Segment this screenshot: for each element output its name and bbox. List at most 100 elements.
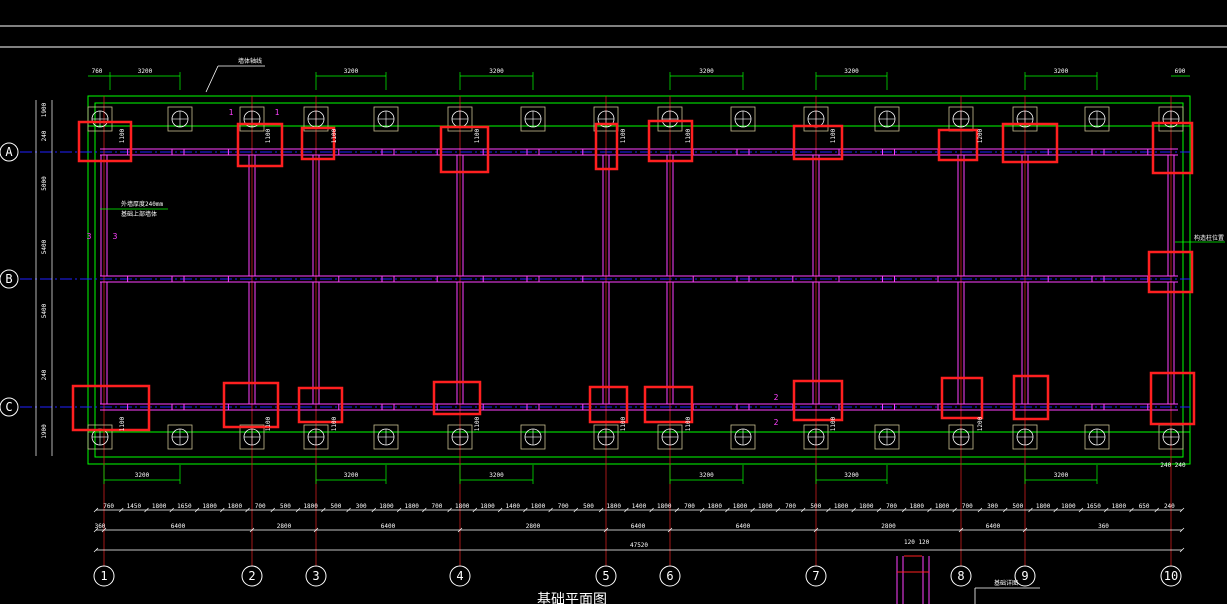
detail-row-label-15: 1800: [480, 503, 495, 510]
detail-row-tick-6: [245, 507, 250, 513]
beam-seg-1-2-l: [338, 275, 383, 283]
small-mark-5: 2: [774, 418, 779, 427]
left-chain-label-0: 1900: [41, 102, 48, 117]
bay-row-label-0: 360: [95, 523, 106, 530]
footing-width-bottom-1: 1100: [265, 416, 272, 431]
pile-marker-9-0: [730, 106, 756, 132]
detail-row-tick-21: [624, 507, 629, 513]
grid-bubble-col-5: [595, 565, 617, 587]
bottom-span-label-0: 3200: [135, 472, 150, 479]
grid-bubble-col-7: [805, 565, 827, 587]
detail-row-label-18: 700: [558, 503, 569, 510]
drawing-title: 基础平面图: [537, 591, 607, 604]
pile-box: [373, 424, 399, 450]
small-mark-4: 2: [774, 393, 779, 402]
detail-row-tick-35: [977, 507, 983, 513]
detail-row-label-4: 1800: [202, 503, 217, 510]
detail-row-tick-7: [270, 507, 276, 513]
grid-label-row-B: B: [5, 272, 12, 286]
grid-label-col-2: 2: [248, 569, 255, 583]
top-span-label-5: 3200: [1054, 68, 1069, 75]
highlight-box-19: [1012, 374, 1050, 421]
detail-row-tick-24: [699, 507, 705, 513]
detail-row-label-26: 1800: [758, 503, 773, 510]
pile-marker-4-1: [373, 424, 399, 450]
detail-row-label-24: 1800: [708, 503, 723, 510]
bottom-span-label-4: 3200: [844, 472, 859, 479]
pile-box: [303, 106, 329, 132]
pile-marker-8-0: [657, 106, 683, 132]
detail-row-label-40: 1800: [1112, 503, 1127, 510]
detail-row-label-32: 1800: [910, 503, 925, 510]
detail-box-label: 基础详图: [994, 579, 1018, 587]
detail-row-tick-36: [1002, 507, 1008, 513]
grid-label-col-8: 8: [957, 569, 964, 583]
pile-marker-13-0: [1012, 106, 1038, 132]
detail-row-tick-31: [876, 507, 882, 513]
detail-row-tick-13: [422, 507, 427, 513]
detail-row-tick-42: [1154, 507, 1159, 513]
detail-row-label-22: 1800: [657, 503, 672, 510]
footing-width-top-5: 1100: [685, 128, 692, 143]
beam-seg-1-6-r: [894, 275, 939, 283]
beam-seg-2-0-r: [183, 403, 229, 411]
pile-box: [803, 424, 829, 450]
pile-marker-1-0: [167, 106, 193, 132]
detail-row-label-13: 700: [432, 503, 443, 510]
grid-bubble-col-10: [1160, 565, 1182, 587]
detail-row-tick-26: [750, 507, 755, 513]
beam-seg-0-3-l: [482, 148, 528, 156]
highlight-box-8: [1001, 122, 1059, 164]
top-right-edge-label: 690: [1175, 68, 1186, 75]
pile-marker-13-1: [1012, 424, 1038, 450]
bay-row-tick-4: [457, 527, 463, 533]
detail-row-tick-5: [220, 507, 225, 513]
detail-row-tick-8: [295, 507, 301, 513]
detail-row-label-39: 1650: [1086, 503, 1101, 510]
pile-box: [1158, 106, 1184, 132]
detail-row-tick-22: [649, 507, 654, 513]
detail-row-label-7: 500: [280, 503, 291, 510]
pile-box: [657, 424, 683, 450]
detail-row-label-31: 700: [886, 503, 897, 510]
detail-row-tick-37: [1028, 507, 1033, 513]
grid-bubble-col-9: [1014, 565, 1036, 587]
detail-row-tick-18: [548, 507, 553, 513]
pile-box: [657, 106, 683, 132]
detail-row-tick-28: [800, 507, 806, 513]
pile-marker-6-0: [520, 106, 546, 132]
highlight-box-4: [594, 122, 619, 171]
detail-row-label-42: 240: [1164, 503, 1175, 510]
detail-row-tick-43: [1179, 507, 1185, 513]
overall-tick-r: [1179, 547, 1185, 553]
pile-marker-12-1: [948, 424, 974, 450]
detail-row-tick-20: [598, 507, 604, 513]
top-span-label-0: 3200: [138, 68, 153, 75]
pile-marker-1-1: [167, 424, 193, 450]
footing-width-bottom-2: 1100: [331, 416, 338, 431]
beam-seg-0-2-r: [393, 148, 438, 156]
detail-row-tick-16: [497, 507, 503, 513]
bottom-span-label-2: 3200: [489, 472, 504, 479]
bay-row-tick-0: [93, 527, 99, 533]
small-mark-3: 3: [113, 232, 118, 241]
beam-seg-1-5-r: [748, 275, 794, 283]
right-note: 构造柱位置: [1194, 234, 1224, 242]
pile-box: [593, 106, 619, 132]
detail-row-label-8: 1800: [303, 503, 318, 510]
detail-row-tick-25: [725, 507, 730, 513]
left-chain-label-4: 5400: [41, 303, 48, 318]
footing-width-top-3: 1100: [474, 128, 481, 143]
beam-seg-1-2-r: [393, 275, 438, 283]
footing-width-top-2: 1100: [331, 128, 338, 143]
highlight-box-9: [1151, 121, 1194, 175]
detail-row-label-38: 1800: [1061, 503, 1076, 510]
detail-row-label-1: 1450: [127, 503, 142, 510]
highlight-box-0: [77, 120, 133, 163]
detail-row-tick-9: [321, 507, 326, 513]
pile-marker-14-1: [1084, 424, 1110, 450]
beam-seg-1-8-l: [1047, 275, 1093, 283]
beam-seg-0-8-r: [1103, 148, 1149, 156]
bay-row-label-6: 6400: [736, 523, 751, 530]
top-span-label-3: 3200: [699, 68, 714, 75]
